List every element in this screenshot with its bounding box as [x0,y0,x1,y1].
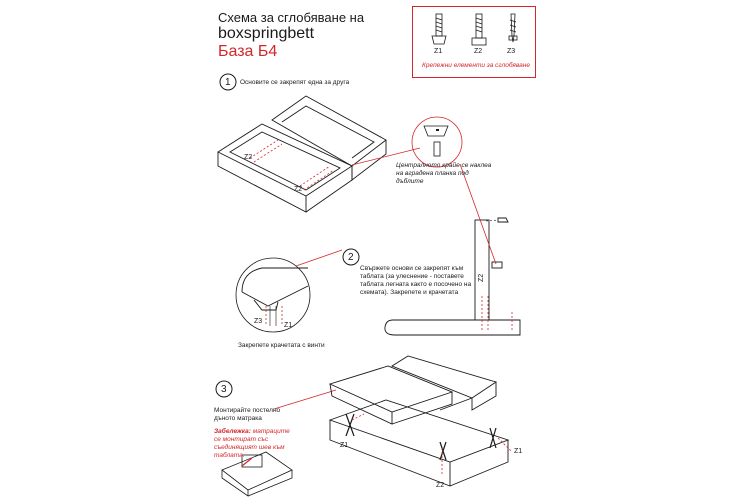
step-1-number: 1 [225,77,231,88]
step-2-text: Свържете основи се закрепят към таблата … [360,265,472,296]
detail-circle [411,116,463,168]
step-1-callout-line [351,147,421,166]
label-z2-headboard: Z2 [478,273,485,282]
label-z3-leg: Z3 [254,318,263,325]
step-3-number: 3 [221,384,227,395]
headboard-connection-lines [481,296,513,330]
fasteners-box [412,6,536,78]
step-3-circle [215,380,233,398]
step-2-callout-line [295,249,343,267]
brand-title: boxspringbett [218,25,315,42]
label-z2-step1-a: Z2 [244,154,253,161]
step-1-connection-lines [249,139,335,191]
center-edge-note: Централното крайе се наклеа на вградена … [396,162,492,185]
fastener-label-z3: Z3 [507,48,516,55]
bolt-nut-icon [471,13,487,46]
warning-text: матраците се монтират със съединящият ше… [214,428,290,459]
fastener-label-z2: Z2 [474,48,483,55]
screw-icon [508,13,518,43]
step-3-callout-line [273,389,337,410]
label-z1-step3-b: Z1 [514,448,523,455]
page-title: Схема за сглобяване на [218,10,365,25]
step-2-circle [342,248,360,266]
lift-mechanisms [345,413,497,461]
step-1-circle [219,73,237,91]
step-3-connection-lines [351,413,513,476]
leg-detail [241,267,309,311]
label-z2-step3: Z2 [436,482,445,489]
model-title: База Б4 [218,43,278,60]
fastener-label-z1: Z1 [434,48,443,55]
warning-note: Забележка: матраците се монтират със съе… [214,428,294,460]
fasteners-caption: Крепежни елементи за сглобяване [422,62,530,69]
step-1-text: Основите се закрепят една за друга [240,79,350,86]
legs-note: Закрепете крачетата с винти [238,342,325,349]
plate-detail [423,125,449,157]
step-1-bases [217,95,387,213]
step-3-text: Монтирайте постелно дъното матрака [214,407,281,422]
step-3-bed [328,355,510,487]
label-z2-step1-b: Z2 [294,186,303,193]
label-z1-step3-a: Z1 [340,442,349,449]
step-2-number: 2 [348,252,354,263]
bolt-icon [431,13,447,45]
label-z1-leg: Z1 [284,322,293,329]
warning-title: Забележка: [214,428,251,435]
detail-connector-line [459,163,497,265]
leg-detail-circle [235,257,311,333]
leg-connection-lines [265,306,283,326]
